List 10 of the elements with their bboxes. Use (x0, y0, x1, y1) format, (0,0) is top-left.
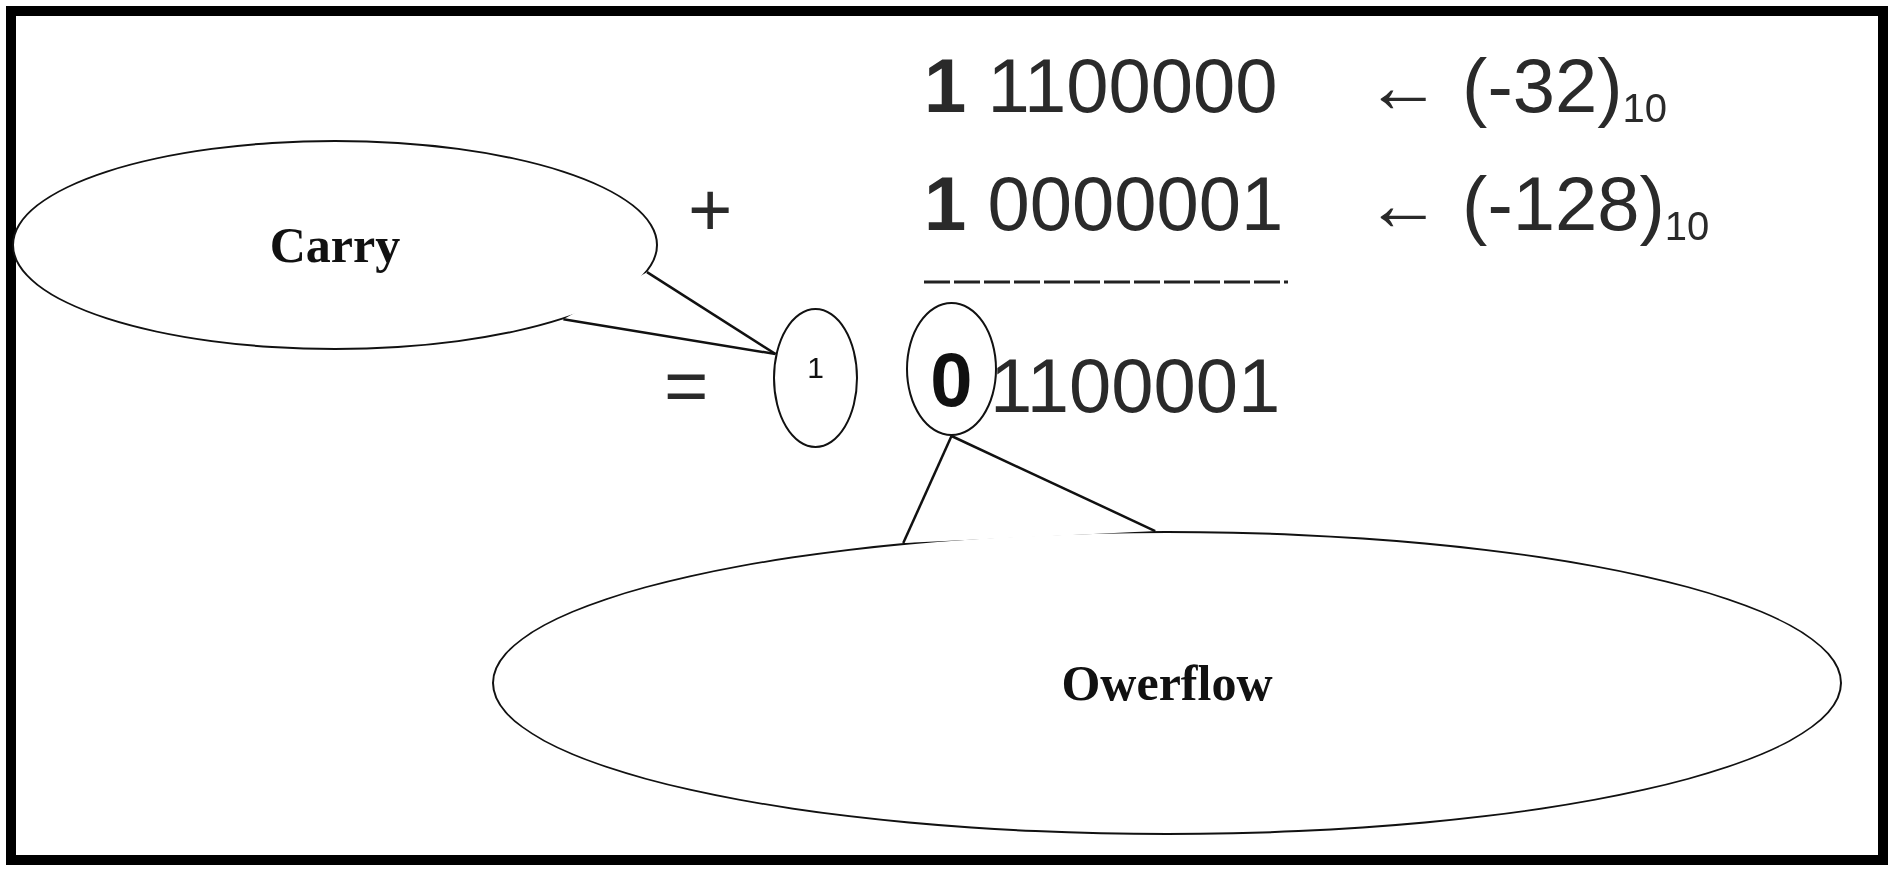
callout-text: Owerflow (1061, 654, 1273, 712)
sign-bit-digit: 0 (930, 335, 973, 423)
binary-number: 1 0000001 (924, 166, 1284, 242)
circle-mark (906, 302, 997, 436)
binary-number: 1 1100000 (924, 48, 1278, 124)
equals-sign: = (664, 348, 709, 424)
binary-number: 1100001 (990, 348, 1281, 424)
callout-text: Carry (269, 216, 401, 274)
plus-sign: + (688, 172, 733, 248)
carry-digit: 1 (807, 351, 824, 385)
